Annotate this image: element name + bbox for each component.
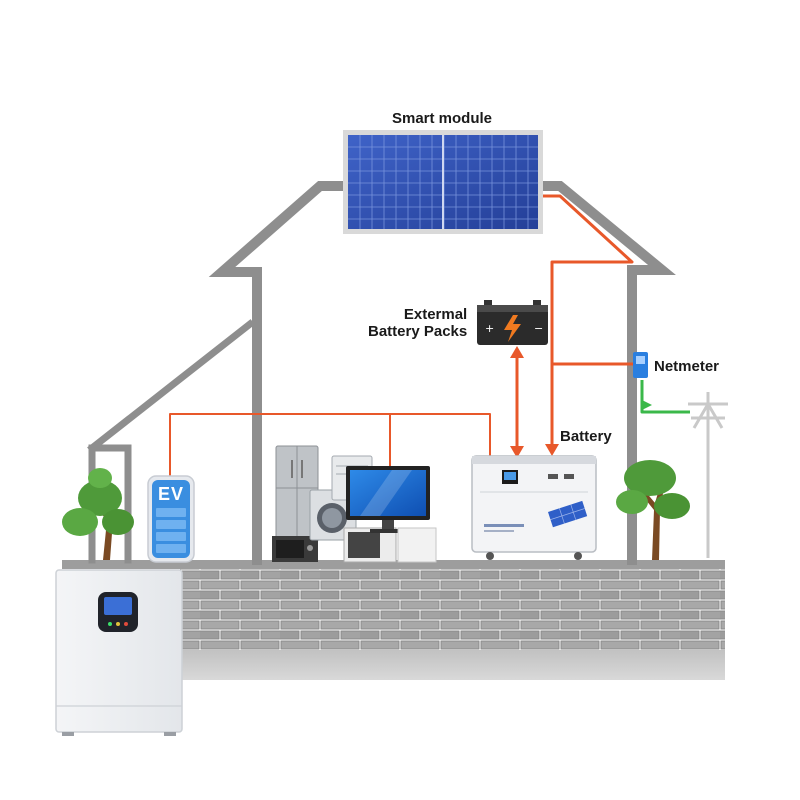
tree-icon xyxy=(616,460,690,560)
wiring xyxy=(169,194,690,476)
tv-cabinet-icon xyxy=(397,527,437,563)
tree-icon xyxy=(62,468,134,560)
microwave-icon xyxy=(343,527,397,563)
external-battery-label-line2: Battery Packs xyxy=(368,323,468,340)
wire-panel-to-house xyxy=(540,194,634,446)
svg-text:+: + xyxy=(485,322,494,335)
arrow-down-icon xyxy=(545,444,559,456)
external-battery-label-line1: Extermal xyxy=(403,306,468,323)
arrow-up-icon xyxy=(510,346,524,358)
battery-label: Battery xyxy=(560,428,612,445)
netmeter-icon xyxy=(633,352,648,378)
monitor-icon xyxy=(346,466,430,533)
ev-label: EV xyxy=(157,484,184,504)
flow-arrows xyxy=(510,346,652,458)
external-battery-label: Extermal Battery Packs xyxy=(368,306,467,340)
oven-icon xyxy=(272,536,318,562)
wire-grid xyxy=(640,380,690,414)
utility-pole-icon xyxy=(688,392,728,558)
wire-appliances xyxy=(169,413,491,476)
arrow-down-icon xyxy=(510,446,524,458)
appliances xyxy=(272,445,437,563)
inverter-icon xyxy=(55,569,183,736)
home-battery-icon xyxy=(471,455,597,560)
netmeter-label: Netmeter xyxy=(654,358,720,375)
smart-module-label: Smart module xyxy=(392,110,493,127)
arrow-left-icon xyxy=(642,400,652,410)
svg-text:−: − xyxy=(534,322,543,335)
solar-panel-icon xyxy=(343,130,543,234)
battery-bolt-icon: + − xyxy=(477,300,548,345)
ev-charger-icon xyxy=(147,475,195,563)
stone-wall xyxy=(62,560,725,680)
